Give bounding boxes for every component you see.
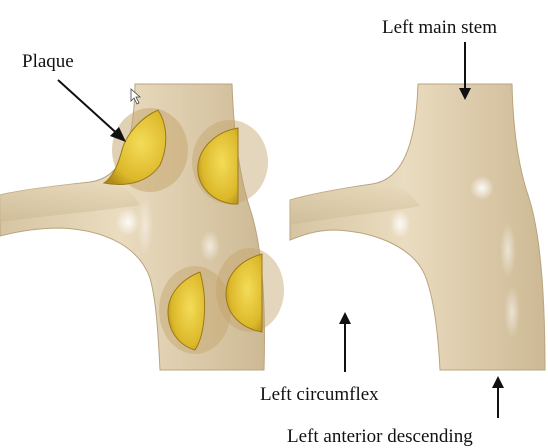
vessel-clean (290, 84, 545, 370)
circumflex-arrow (339, 312, 351, 372)
plaque-label: Plaque (22, 52, 74, 71)
plaque-arrow (58, 80, 126, 142)
main-stem-arrow (459, 42, 471, 100)
left-main-stem-label: Left main stem (382, 18, 497, 37)
plaque-deposit (104, 108, 188, 192)
lad-arrow (492, 376, 504, 418)
plaque-deposit (216, 248, 284, 332)
plaque-deposit (192, 120, 268, 204)
vessel-with-plaque (0, 84, 284, 370)
left-anterior-descending-label: Left anterior descending (287, 427, 473, 446)
left-circumflex-label: Left circumflex (260, 385, 379, 404)
